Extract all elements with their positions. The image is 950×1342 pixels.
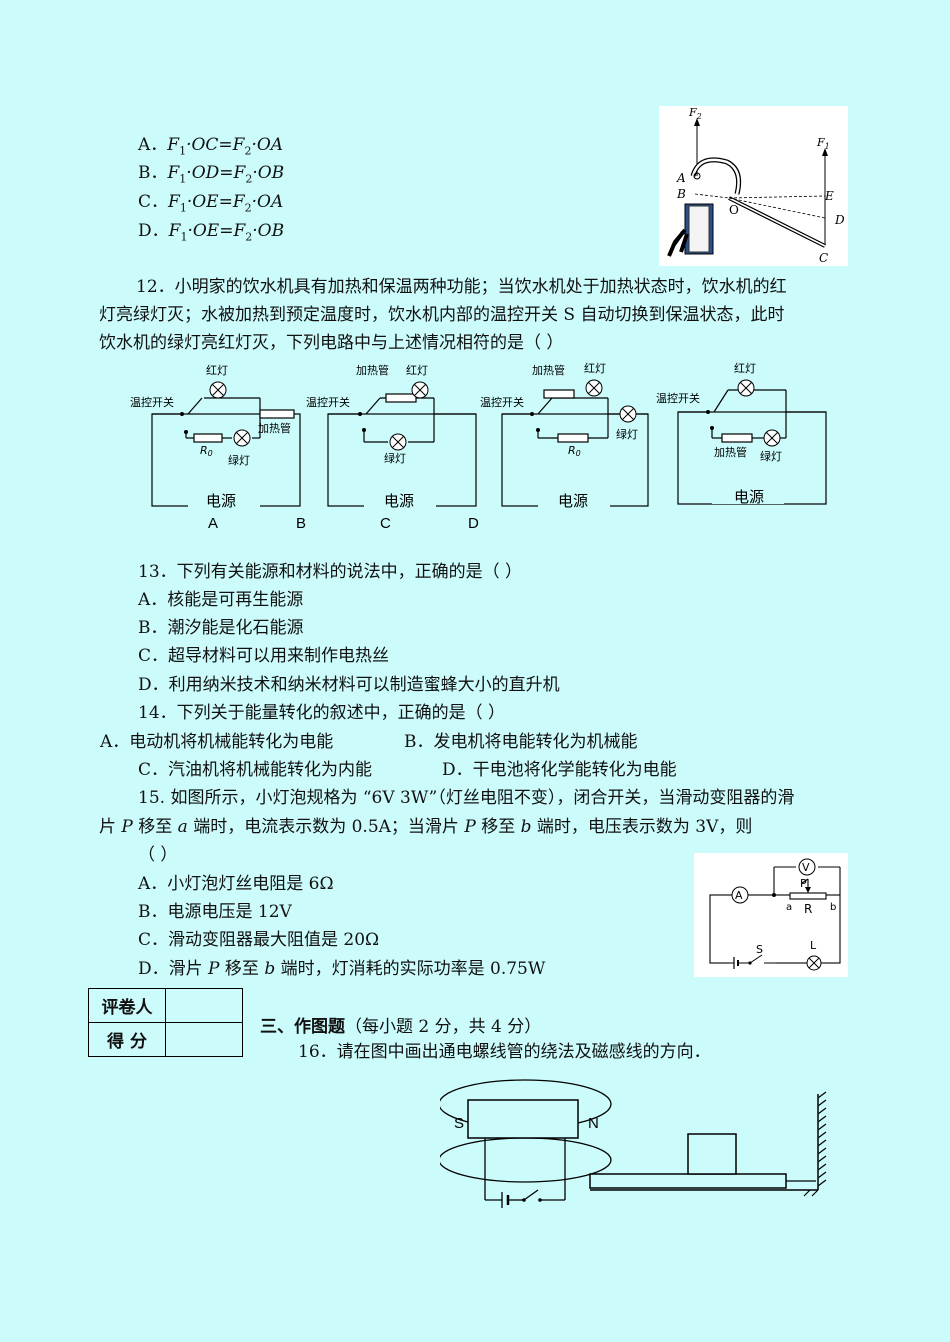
q11-option-d: D．F1·OE=F2·OB [138,221,285,244]
red-lamp-b [411,381,429,399]
voltmeter: V [798,858,816,876]
svg-text:加热管: 加热管 [258,421,291,435]
svg-text:红灯: 红灯 [734,362,756,375]
q15-option-a: A．小灯泡灯丝电阻是 6Ω [138,874,334,894]
q11-option-c: C．F1·OE=F2·OA [138,192,284,215]
lamp-l [806,955,822,971]
svg-text:N: N [588,1115,599,1132]
q14-option-a: A．电动机将机械能转化为电能 [100,732,334,752]
svg-text:B: B [296,515,306,532]
svg-text:R0: R0 [568,444,581,458]
svg-text:温控开关: 温控开关 [480,395,524,409]
q14-option-c: C．汽油机将机械能转化为内能 [138,760,373,780]
green-lamp-b [389,433,407,451]
svg-text:绿灯: 绿灯 [616,427,638,441]
q13-option-c: C．超导材料可以用来制作电热丝 [138,646,390,666]
q11-option-a: A．F1·OC=F2·OA [138,135,284,158]
green-lamp-a [233,429,251,447]
red-lamp-a [209,381,227,399]
q13-option-a: A．核能是可再生能源 [138,590,304,610]
svg-text:绿灯: 绿灯 [760,449,782,463]
red-lamp-d [737,379,755,397]
svg-text:红灯: 红灯 [584,362,606,375]
reviewer-label: 评卷人 [88,988,166,1023]
ammeter: A [731,886,749,904]
svg-text:温控开关: 温控开关 [306,395,350,409]
reviewer-field[interactable] [165,988,243,1023]
svg-text:电源: 电源 [734,488,764,506]
svg-text:红灯: 红灯 [406,364,428,377]
svg-text:C: C [380,515,391,532]
label-o: O [729,203,739,217]
q12-line-1: 12．小明家的饮水机具有加热和保温两种功能；当饮水机处于加热状态时，饮水机的红 [136,277,787,297]
q15-line-2: 片 P 移至 a 端时，电流表示数为 0.5A；当滑片 P 移至 b 端时，电压… [99,817,753,837]
q13-option-b: B．潮汐能是化石能源 [138,618,304,638]
q11-option-b: B．F1·OD=F2·OB [138,163,285,186]
q13-stem: 13．下列有关能源和材料的说法中，正确的是（ ） [138,562,523,582]
svg-text:L: L [810,939,817,952]
q16-stem: 16．请在图中画出通电螺线管的绕法及磁感线的方向． [298,1042,711,1062]
svg-text:温控开关: 温控开关 [656,391,700,405]
q15-option-c: C．滑动变阻器最大阻值是 20Ω [138,930,380,950]
svg-text:红灯: 红灯 [206,364,228,377]
svg-text:S: S [756,943,763,956]
svg-text:加热管: 加热管 [356,363,389,377]
score-box: 评卷人 得 分 [88,988,243,1057]
svg-text:a: a [786,902,792,913]
svg-text:加热管: 加热管 [532,363,565,377]
lever-figure: F2 F1 A B O E D C [659,106,848,266]
circuit-a [151,397,301,507]
label-c: C [819,251,828,265]
svg-text:加热管: 加热管 [714,445,747,459]
green-lamp-d [763,429,781,447]
svg-text:V: V [802,861,810,874]
label-a: A [676,171,686,185]
svg-text:P: P [800,877,807,890]
q12-line-3: 饮水机的绿灯亮红灯灭，下列电路中与上述情况相符的是（ ） [99,333,564,353]
q15-line-3: （ ） [138,845,178,865]
svg-text:电源: 电源 [558,492,588,510]
score-field[interactable] [165,1022,243,1057]
q14-option-d: D．干电池将化学能转化为电能 [442,760,677,780]
svg-text:电源: 电源 [206,492,236,510]
red-lamp-c [585,379,603,397]
q12-circuits: 红灯 温控开关 加热管 R0 绿灯 电源 A B 加热管 红灯 温控开关 绿灯 … [130,362,827,532]
q15-line-1: 15. 如图所示，小灯泡规格为 “6V 3W”（灯丝电阻不变），闭合开关，当滑动… [138,788,795,808]
svg-text:温控开关: 温控开关 [130,395,174,409]
svg-text:电源: 电源 [384,492,414,510]
svg-text:D: D [468,515,479,532]
svg-text:R0: R0 [200,444,213,458]
q15-circuit-figure: V A P a R b S L [694,853,848,977]
score-label: 得 分 [88,1022,166,1057]
section-3-title: 三、作图题（每小题 2 分，共 4 分） [260,1017,542,1037]
green-lamp-c [619,405,637,423]
svg-text:A: A [735,889,743,902]
svg-text:R: R [804,902,812,916]
svg-text:绿灯: 绿灯 [384,451,406,465]
q15-option-d: D．滑片 P 移至 b 端时，灯消耗的实际功率是 0.75W [138,959,546,979]
svg-text:b: b [830,902,836,913]
q14-option-b: B．发电机将电能转化为机械能 [404,732,638,752]
svg-text:A: A [208,515,218,532]
svg-text:绿灯: 绿灯 [228,453,250,467]
label-e: E [824,189,834,203]
f2-label: F2 [688,106,702,121]
label-d: D [834,213,845,227]
q14-stem: 14．下列关于能量转化的叙述中，正确的是（ ） [138,703,506,723]
q15-option-b: B．电源电压是 12V [138,902,292,922]
svg-text:S: S [454,1115,464,1132]
q13-option-d: D．利用纳米技术和纳米材料可以制造蜜蜂大小的直升机 [138,675,560,695]
solenoid-figure: S N [440,1079,827,1208]
f1-label: F1 [816,136,830,151]
label-b: B [676,187,686,201]
q12-line-2: 灯亮绿灯灭；水被加热到预定温度时，饮水机内部的温控开关 S 自动切换到保温状态，… [99,305,785,325]
